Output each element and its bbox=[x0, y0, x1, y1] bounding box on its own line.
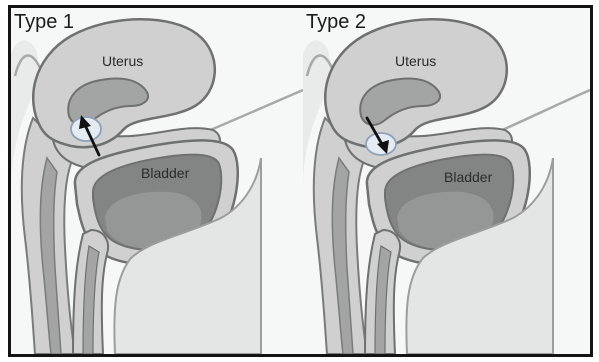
anatomy-diagram-type-1 bbox=[11, 8, 303, 354]
panel-type-2: Type 2 Uterus Bladder bbox=[303, 8, 590, 354]
panel-title: Type 1 bbox=[14, 11, 74, 33]
bladder-label: Bladder bbox=[141, 165, 189, 181]
uterus-label: Uterus bbox=[102, 53, 143, 69]
panel-type-1: Type 1 Uterus Bladder bbox=[11, 8, 303, 354]
figure-frame: Type 1 Uterus Bladder Ty bbox=[8, 5, 593, 357]
uterus-label: Uterus bbox=[395, 53, 436, 69]
bladder-label: Bladder bbox=[444, 169, 492, 185]
panel-title: Type 2 bbox=[306, 11, 366, 33]
